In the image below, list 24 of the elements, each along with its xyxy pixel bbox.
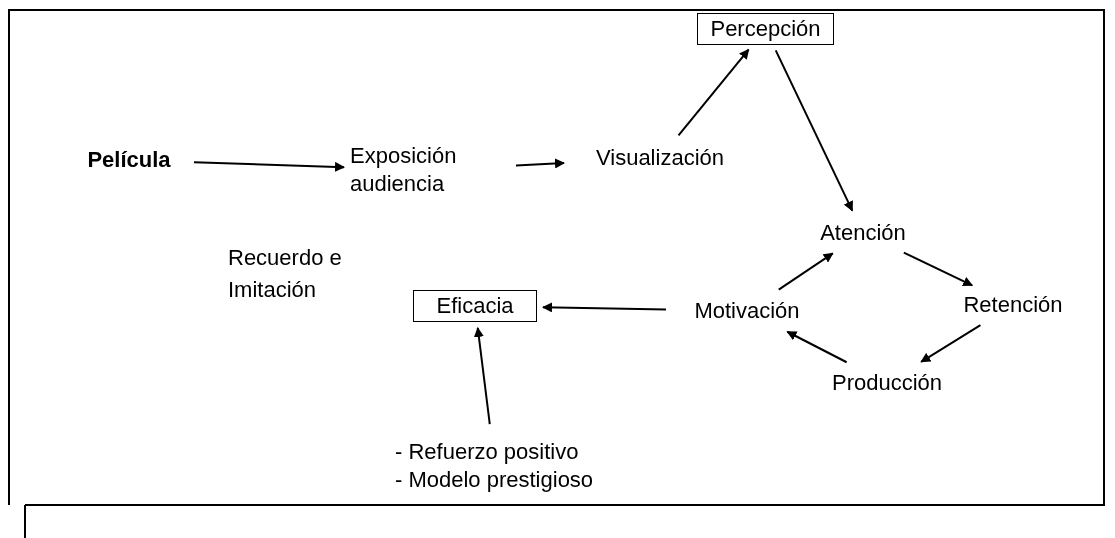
node-label: Motivación (694, 297, 800, 325)
arrow (193, 161, 345, 172)
label-box (697, 13, 834, 45)
list-item: - Refuerzo positivo (395, 438, 579, 466)
arrow (774, 49, 854, 212)
arrow (786, 330, 848, 364)
node-label: Atención (820, 219, 906, 247)
node-label: Película (87, 146, 171, 174)
arrow (902, 251, 974, 287)
node-label: Percepción (710, 15, 821, 43)
note-text: Recuerdo e Imitación (228, 244, 343, 304)
list-item: - Modelo prestigioso (395, 466, 594, 494)
arrow (677, 48, 750, 137)
node-label: Eficacia (436, 292, 514, 320)
node-label: Visualización (596, 144, 724, 172)
node-label: Producción (831, 369, 943, 397)
node-label: Exposición audiencia (350, 142, 458, 198)
label-box (413, 290, 537, 322)
node-label: Retención (963, 291, 1063, 319)
arrow (515, 158, 565, 169)
arrow (920, 324, 982, 363)
arrow (473, 326, 491, 426)
arrow (777, 252, 834, 291)
arrow (542, 302, 667, 313)
